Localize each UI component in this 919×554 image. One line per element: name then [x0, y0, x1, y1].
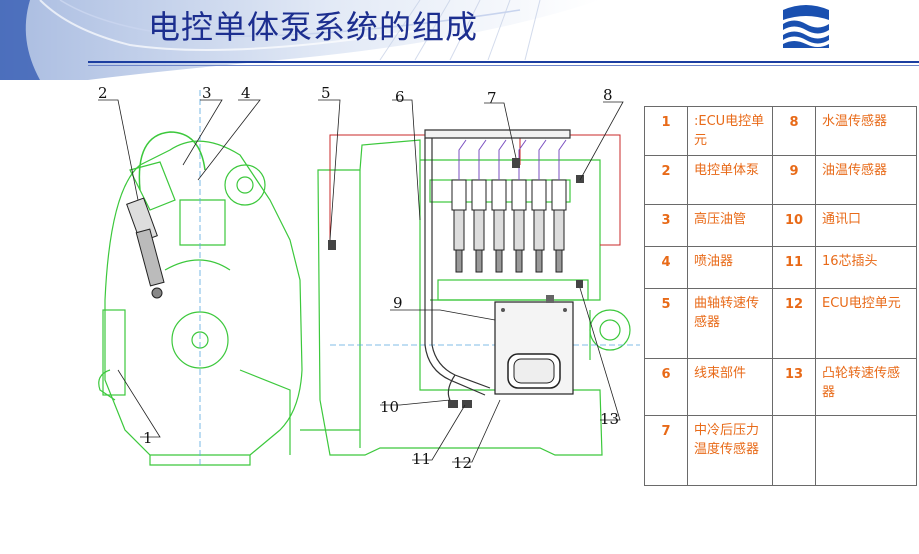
- callout-6: 6: [395, 88, 405, 106]
- callout-8: 8: [603, 86, 613, 104]
- legend-label: [815, 415, 917, 486]
- ecu-module: [494, 301, 574, 395]
- title-underline: [88, 61, 919, 63]
- component-legend-table: 1 :ECU电控单元 8 水温传感器 2 电控单体泵 9 油温传感器 3 高压油…: [644, 106, 917, 486]
- callout-10: 10: [380, 398, 399, 416]
- legend-num: 7: [644, 415, 688, 486]
- legend-num: 10: [772, 204, 816, 247]
- legend-row: 6 线束部件 13 凸轮转速传感器: [644, 358, 917, 416]
- legend-num: 1: [644, 106, 688, 156]
- callout-3: 3: [202, 84, 212, 102]
- legend-num: 6: [644, 358, 688, 416]
- callout-12: 12: [453, 454, 472, 472]
- legend-label: 16芯插头: [815, 246, 917, 289]
- callout-13: 13: [600, 410, 619, 428]
- legend-num: 13: [772, 358, 816, 416]
- legend-num: 12: [772, 288, 816, 359]
- legend-row: 7 中冷后压力温度传感器: [644, 415, 917, 486]
- legend-label: 线束部件: [687, 358, 773, 416]
- legend-label: 通讯口: [815, 204, 917, 247]
- legend-row: 1 :ECU电控单元 8 水温传感器: [644, 106, 917, 156]
- left-engine-pulley-top: [224, 164, 266, 206]
- callout-9: 9: [393, 294, 403, 312]
- legend-num: 9: [772, 155, 816, 205]
- legend-label: 电控单体泵: [687, 155, 773, 205]
- legend-label: 中冷后压力温度传感器: [687, 415, 773, 486]
- header-background: [0, 0, 600, 80]
- company-logo-icon: [780, 2, 832, 50]
- legend-label: ECU电控单元: [815, 288, 917, 359]
- injector-row: [451, 179, 567, 273]
- legend-row: 4 喷油器 11 16芯插头: [644, 246, 917, 289]
- page-title: 电控单体泵系统的组成: [148, 8, 479, 46]
- callout-11: 11: [412, 450, 431, 468]
- legend-label: 水温传感器: [815, 106, 917, 156]
- engine-system-diagram: 2 3 4 5 6 7 8 9 10 11 12 13 1: [98, 84, 640, 472]
- legend-num: 11: [772, 246, 816, 289]
- left-engine-outline: [104, 140, 303, 456]
- right-engine-pulley: [589, 309, 631, 351]
- right-engine-outline: [317, 139, 603, 456]
- callout-5: 5: [321, 84, 331, 102]
- legend-row: 3 高压油管 10 通讯口: [644, 204, 917, 247]
- legend-label: 高压油管: [687, 204, 773, 247]
- legend-num: 4: [644, 246, 688, 289]
- legend-num: 5: [644, 288, 688, 359]
- legend-num: 8: [772, 106, 816, 156]
- legend-row: 5 曲轴转速传感器 12 ECU电控单元: [644, 288, 917, 359]
- legend-num: 2: [644, 155, 688, 205]
- legend-label: 油温传感器: [815, 155, 917, 205]
- callout-7: 7: [487, 89, 497, 107]
- callout-1: 1: [143, 429, 153, 447]
- legend-num: [772, 415, 816, 486]
- legend-num: 3: [644, 204, 688, 247]
- legend-row: 2 电控单体泵 9 油温传感器: [644, 155, 917, 205]
- callout-4: 4: [241, 84, 251, 102]
- legend-label: :ECU电控单元: [687, 106, 773, 156]
- legend-label: 曲轴转速传感器: [687, 288, 773, 359]
- water-temp-sensor-glyph: [576, 175, 584, 183]
- callout-2: 2: [98, 84, 108, 102]
- legend-label: 喷油器: [687, 246, 773, 289]
- legend-label: 凸轮转速传感器: [815, 358, 917, 416]
- title-underline-thin: [88, 65, 919, 66]
